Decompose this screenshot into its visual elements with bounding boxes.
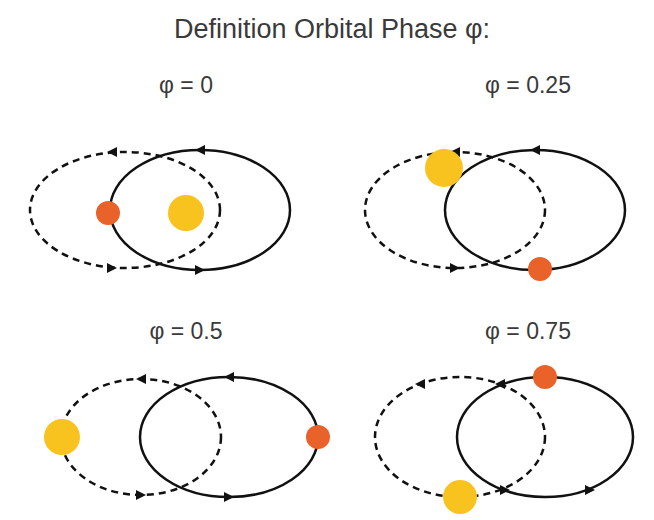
dashed-orbit: [375, 377, 545, 497]
orbit-panel: [365, 145, 625, 281]
large-star: [443, 480, 477, 514]
arrowhead: [585, 485, 595, 495]
phase-label: φ = 0.25: [485, 72, 571, 98]
dashed-orbit: [30, 152, 220, 268]
phase-label: φ = 0: [159, 72, 213, 98]
arrowhead: [107, 263, 117, 273]
large-star: [425, 149, 463, 187]
small-star: [528, 257, 552, 281]
solid-orbit: [110, 150, 290, 270]
orbit-panel: [44, 372, 330, 502]
large-star: [44, 419, 80, 455]
small-star: [96, 201, 120, 225]
orbit-panel: [30, 145, 290, 275]
arrowhead: [224, 372, 234, 382]
solid-orbit: [457, 377, 633, 497]
arrowhead: [136, 374, 146, 384]
solid-orbit: [140, 377, 318, 497]
arrowhead: [195, 265, 205, 275]
arrowhead: [224, 492, 234, 502]
arrowhead: [530, 145, 540, 155]
orbit-panel: [375, 365, 633, 514]
arrowhead: [107, 147, 117, 157]
large-star: [168, 195, 204, 231]
arrowhead: [415, 379, 425, 389]
small-star: [533, 365, 557, 389]
phase-label: φ = 0.5: [149, 318, 222, 344]
phase-label: φ = 0.75: [485, 318, 571, 344]
arrowhead: [500, 485, 510, 495]
small-star: [306, 425, 330, 449]
diagram-title: Definition Orbital Phase φ:: [174, 14, 490, 45]
arrowhead: [450, 263, 460, 273]
arrowhead: [195, 145, 205, 155]
arrowhead: [495, 379, 505, 389]
arrowhead: [136, 490, 146, 500]
solid-orbit: [445, 150, 625, 270]
